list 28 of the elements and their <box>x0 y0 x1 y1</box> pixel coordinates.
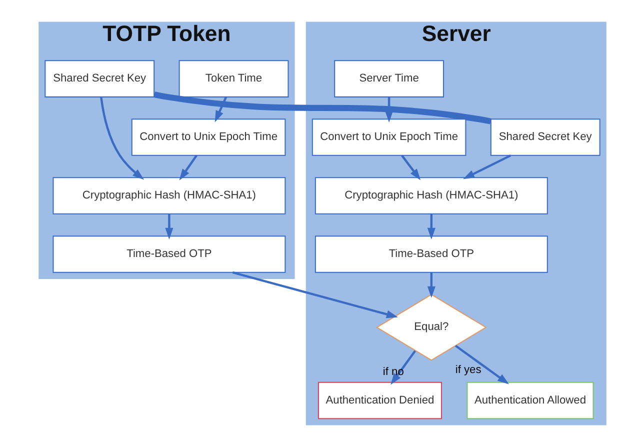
arrow <box>214 96 227 122</box>
node-box: Token Time <box>178 60 288 98</box>
node-box: Shared Secret Key <box>490 118 600 156</box>
node-diamond: Equal? <box>375 294 486 361</box>
connector <box>153 92 491 124</box>
node-box: Authentication Denied <box>317 382 442 420</box>
arrow <box>390 350 416 385</box>
node-box: Server Time <box>334 60 444 98</box>
arrow <box>400 154 420 180</box>
node-box: Authentication Allowed <box>466 382 594 420</box>
arrow <box>454 344 509 384</box>
node-box: Time-Based OTP <box>314 236 548 273</box>
arrow <box>462 154 511 180</box>
arrow <box>232 271 398 318</box>
arrow <box>100 96 144 180</box>
arrow <box>426 214 435 240</box>
node-box: Convert to Unix Epoch Time <box>130 118 286 156</box>
arrow <box>178 154 197 180</box>
arrow <box>384 97 393 122</box>
edge-label: if yes <box>454 364 481 376</box>
node-box: Cryptographic Hash (HMAC-SHA1) <box>52 177 286 214</box>
node-box: Time-Based OTP <box>52 236 286 273</box>
node-box: Shared Secret Key <box>44 60 154 98</box>
node-box: Cryptographic Hash (HMAC-SHA1) <box>314 177 548 214</box>
node-box: Convert to Unix Epoch Time <box>311 118 466 156</box>
edge-label: if no <box>382 366 404 378</box>
arrow <box>426 272 435 298</box>
arrow <box>164 214 173 240</box>
